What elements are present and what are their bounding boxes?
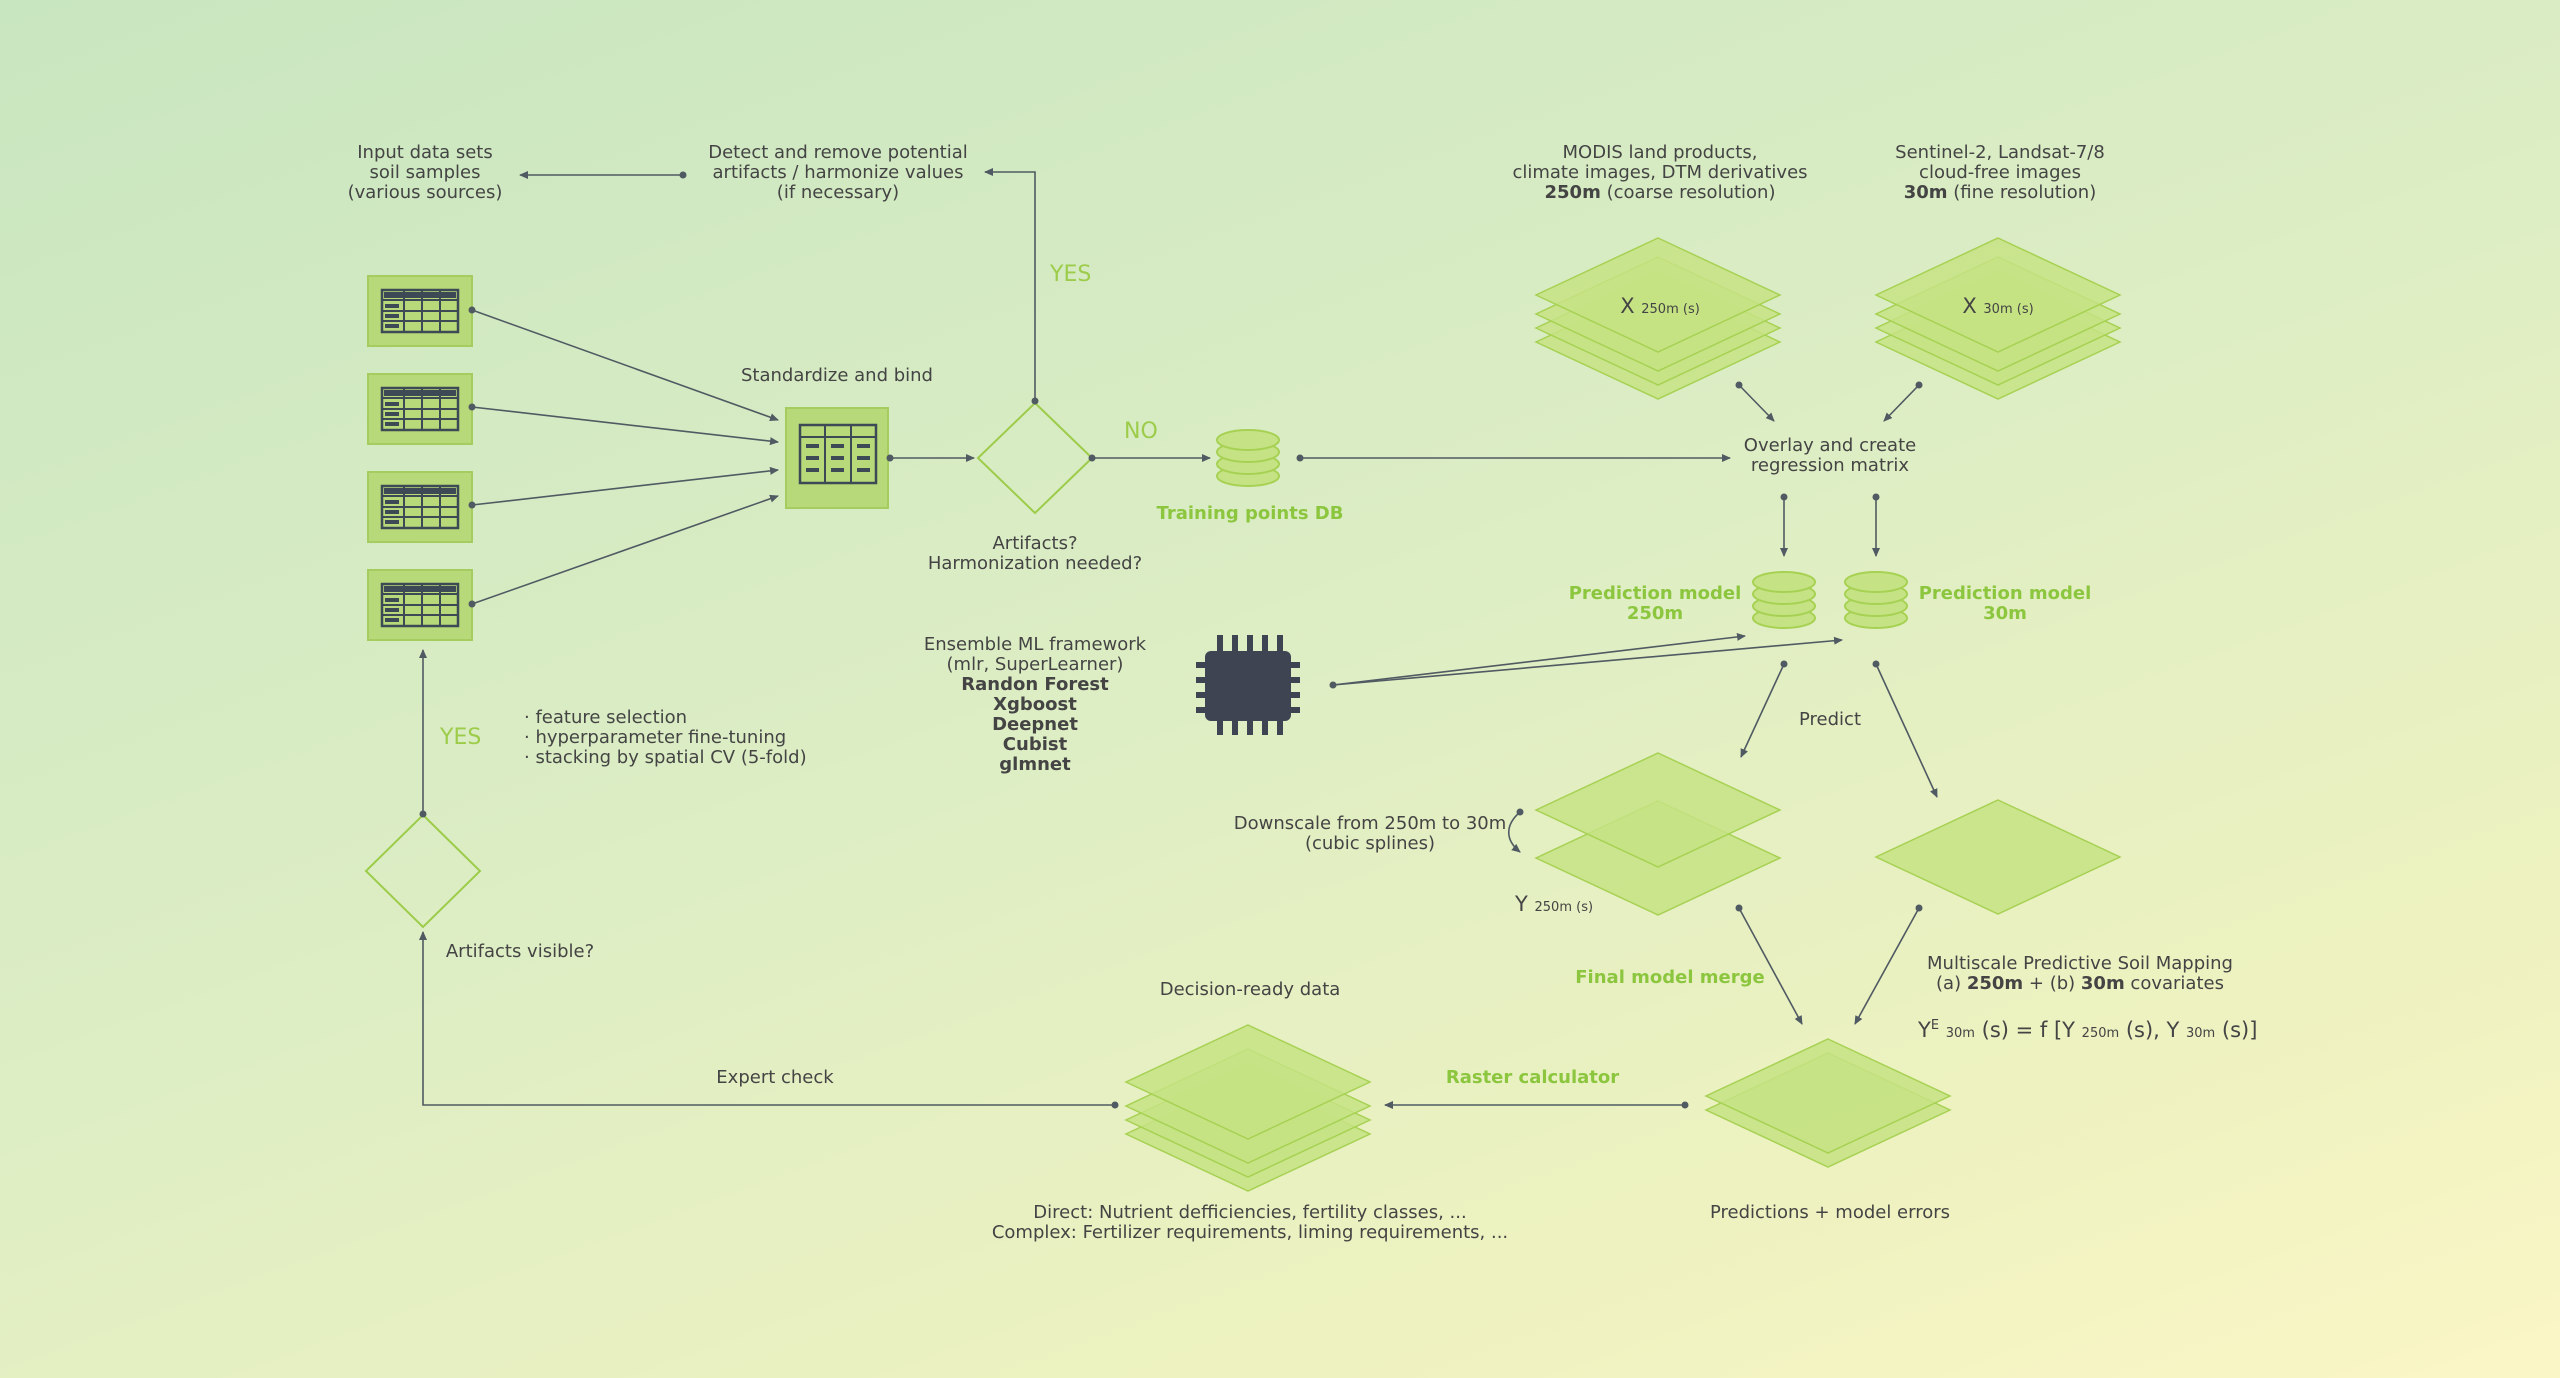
decision-ready-raster-icon	[1125, 1024, 1371, 1192]
sentinel-label: Sentinel-2, Landsat-7/8 cloud-free image…	[1895, 142, 2105, 203]
connector-dots	[419, 171, 1923, 1109]
predictions-errors-label: Predictions + model errors	[1709, 1202, 1951, 1223]
standardized-table-icon	[785, 407, 889, 509]
formula-label: YE 30m (s) = f [Y 250m (s), Y 30m (s)]	[1918, 1018, 2258, 1042]
raster-calculator-label: Raster calculator	[1445, 1067, 1620, 1088]
x250-label: X 250m (s)	[1620, 294, 1700, 318]
table-icon	[366, 568, 474, 642]
artifacts-visible-label: Artifacts visible?	[445, 941, 595, 962]
yes-label-left: YES	[440, 725, 482, 750]
connectors	[419, 168, 1938, 1109]
no-label: NO	[1124, 419, 1158, 444]
x30-label: X 30m (s)	[1962, 294, 2034, 318]
cpu-chip-icon	[1196, 635, 1300, 735]
artifacts-question-label: Artifacts? Harmonization needed?	[927, 533, 1143, 574]
raster-icon-30m-prediction	[1875, 799, 2121, 915]
yes-label-top: YES	[1050, 262, 1092, 287]
downscale-label: Downscale from 250m to 30m (cubic spline…	[1233, 813, 1507, 854]
final-model-merge-label: Final model merge	[1575, 967, 1765, 988]
database-icon-250m	[1752, 571, 1816, 629]
database-icon-30m	[1844, 571, 1908, 629]
training-database-icon	[1216, 429, 1280, 487]
overlay-label: Overlay and create regression matrix	[1743, 435, 1917, 476]
detect-remove-label: Detect and remove potential artifacts / …	[708, 142, 968, 203]
expert-check-label: Expert check	[716, 1067, 834, 1088]
downscaled-raster-icon	[1535, 752, 1781, 916]
decision-diamond-icon	[364, 813, 482, 929]
modis-label: MODIS land products, climate images, DTM…	[1512, 142, 1808, 203]
predict-label: Predict	[1799, 709, 1861, 730]
multiscale-label: Multiscale Predictive Soil Mapping (a) 2…	[1927, 953, 2233, 994]
input-data-label: Input data sets soil samples (various so…	[347, 142, 503, 203]
training-db-label: Training points DB	[1156, 503, 1344, 524]
decision-diamond-icon	[976, 401, 1094, 515]
feature-steps-label: · feature selection · hyperparameter fin…	[524, 707, 807, 768]
standardize-label: Standardize and bind	[741, 365, 933, 386]
table-icon	[366, 470, 474, 544]
table-icon	[366, 274, 474, 348]
merged-raster-icon	[1705, 1038, 1951, 1168]
y250-label: Y 250m (s)	[1515, 892, 1594, 916]
prediction-model-250m-label: Prediction model 250m	[1568, 583, 1742, 624]
direct-complex-label: Direct: Nutrient defficiencies, fertilit…	[991, 1202, 1509, 1243]
decision-ready-label: Decision-ready data	[1159, 979, 1341, 1000]
ensemble-ml-label: Ensemble ML framework (mlr, SuperLearner…	[923, 634, 1147, 775]
table-icon	[366, 372, 474, 446]
prediction-model-30m-label: Prediction model 30m	[1918, 583, 2092, 624]
